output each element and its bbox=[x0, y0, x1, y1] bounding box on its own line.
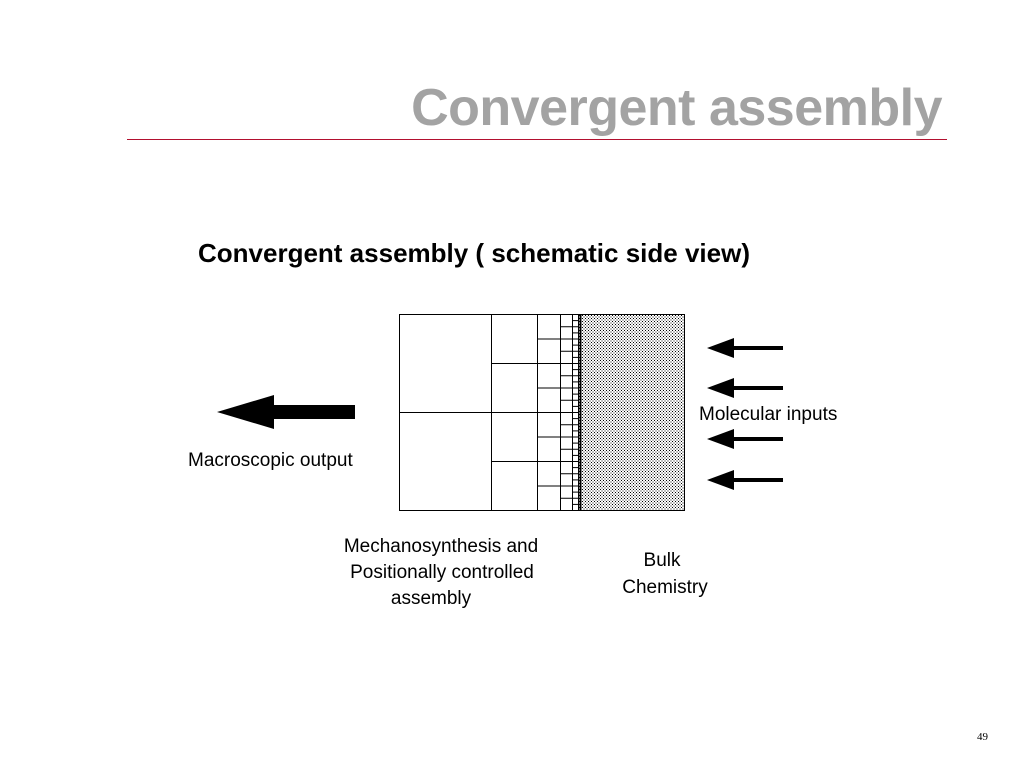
input-arrow bbox=[707, 378, 783, 398]
mechanosynthesis-label-line-2: Positionally controlled bbox=[350, 562, 534, 583]
assembly-stage-4 bbox=[560, 314, 573, 511]
bulk-chemistry-region bbox=[578, 314, 685, 511]
mechanosynthesis-label-line-3: assembly bbox=[391, 588, 472, 609]
output-arrow bbox=[217, 395, 355, 429]
assembly-stage-3 bbox=[537, 314, 561, 511]
input-arrow bbox=[707, 429, 783, 449]
mechanosynthesis-label-line-1: Mechanosynthesis and bbox=[344, 536, 538, 557]
input-arrow bbox=[707, 338, 783, 358]
page-number: 49 bbox=[977, 731, 988, 743]
assembly-stage-2 bbox=[491, 314, 538, 511]
bulk-label-line-2: Chemistry bbox=[622, 577, 708, 598]
input-arrows bbox=[707, 338, 783, 490]
bulk-label-line-1: Bulk bbox=[644, 550, 681, 571]
diagram-heading: Convergent assembly ( schematic side vie… bbox=[198, 238, 750, 268]
input-arrow bbox=[707, 470, 783, 490]
output-label: Macroscopic output bbox=[188, 450, 353, 471]
inputs-label: Molecular inputs bbox=[699, 404, 837, 425]
title-rule bbox=[127, 139, 947, 140]
slide-title: Convergent assembly bbox=[411, 79, 942, 137]
assembly-stage-5 bbox=[572, 314, 579, 511]
assembly-stage-1 bbox=[399, 314, 492, 511]
